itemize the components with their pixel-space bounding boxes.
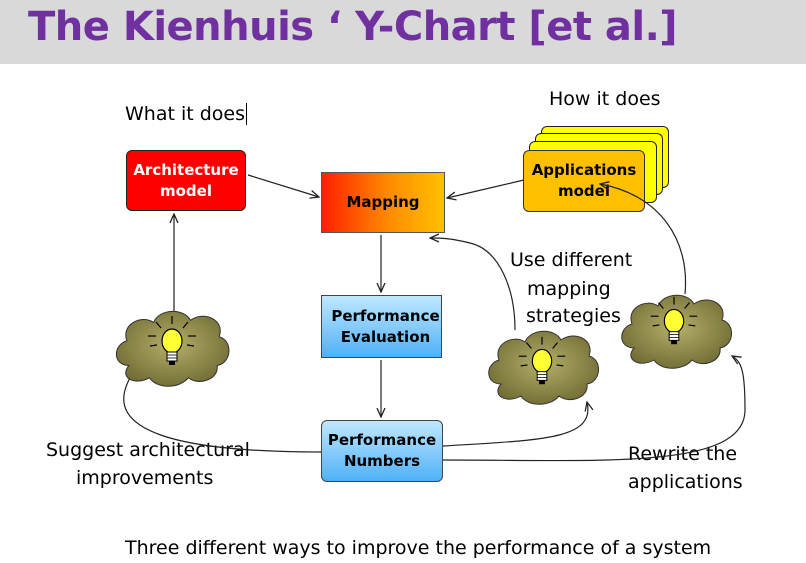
architecture-line2: model [160,181,212,200]
mapping-label: mapping [527,278,611,300]
page-title: The Kienhuis ‘ Y-Chart [et al.] [28,4,678,50]
suggest-label-line2: improvements [76,467,214,489]
applications-line2: model [557,182,610,200]
idea-cloud-icon [115,310,230,387]
architecture-line1: Architecture [133,160,239,179]
what-it-does-label: What it does [125,103,248,125]
arrow-middle-cloud-to-mapping [430,238,516,331]
arrow-numbers-to-right-cloud [442,356,746,462]
use-different-label: Use different [510,249,633,271]
perf-numbers-line2: Numbers [343,452,421,470]
mapping-box-label: Mapping [346,193,420,211]
arrow-numbers-to-middle-cloud [442,402,588,447]
applications-line1: Applications [531,161,637,179]
arrow-right-cloud-to-applications [600,184,687,295]
how-it-does-label: How it does [549,88,661,110]
architecture-model-box: Architecture model [126,150,246,211]
arrow-architecture-to-mapping [247,174,319,197]
perf-numbers-line1: Performance [327,431,437,449]
perf-eval-line1: Performance [331,306,440,325]
applications-model-box: Applications model [523,150,645,212]
caption: Three different ways to improve the perf… [125,537,712,559]
rewrite-label-line2: applications [628,471,743,493]
strategies-label: strategies [526,305,621,327]
idea-cloud-icon [488,330,600,405]
mapping-box: Mapping [321,172,445,233]
perf-eval-line2: Evaluation [340,327,431,346]
idea-cloud-icon [621,294,733,369]
title-bar: The Kienhuis ‘ Y-Chart [et al.] [0,0,806,64]
arrow-applications-to-mapping [447,179,525,198]
